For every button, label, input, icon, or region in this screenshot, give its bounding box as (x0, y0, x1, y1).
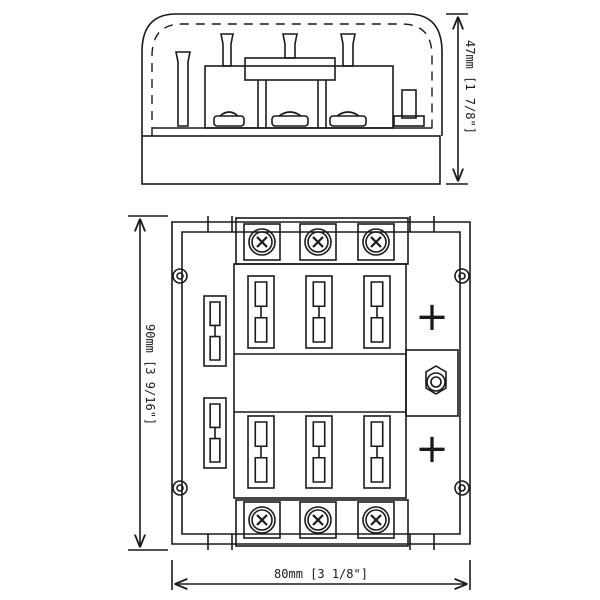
fuse-column-side (203, 295, 227, 469)
terminal-screws-bottom (243, 501, 395, 539)
height-label: 47mm [1 7/8"] (463, 40, 477, 134)
height-dimension: 47mm [1 7/8"] (446, 13, 477, 185)
width-label: 80mm [3 1/8"] (274, 567, 368, 581)
side-cover-inner (151, 23, 433, 136)
bottom-screw-2 (299, 501, 337, 539)
side-base (141, 135, 441, 185)
fuse-panel (233, 263, 407, 499)
side-view (141, 13, 443, 185)
terminal-strip-bottom (235, 499, 409, 547)
side-bus-top (244, 57, 336, 81)
top-fuse-2 (305, 275, 333, 349)
depth-dimension: 90mm [3 9/16"] (128, 215, 168, 551)
top-screw-2 (299, 223, 337, 261)
side-bus-block (204, 65, 394, 129)
stud-nut (425, 365, 447, 395)
top-fuse-1 (247, 275, 275, 349)
top-view: + + (171, 216, 471, 550)
plus-sign-top: + (415, 294, 449, 340)
plus-sign-bottom: + (415, 426, 449, 472)
bottom-screw-3 (357, 501, 395, 539)
side-fuse-1 (203, 295, 227, 367)
terminal-screws-top (243, 223, 395, 261)
fuse-row-bottom (247, 415, 391, 489)
bottom-fuse-1 (247, 415, 275, 489)
side-cover (141, 13, 443, 136)
bottom-fuse-2 (305, 415, 333, 489)
fuse-row-top (247, 275, 391, 349)
stud-plate (405, 349, 459, 417)
side-fuse-2 (203, 397, 227, 469)
mounting-holes (172, 268, 470, 496)
depth-label: 90mm [3 9/16"] (143, 324, 157, 425)
top-screw-1 (243, 223, 281, 261)
width-dimension: 80mm [3 1/8"] (171, 560, 471, 590)
top-fuse-3 (363, 275, 391, 349)
bottom-fuse-3 (363, 415, 391, 489)
side-fuse-blades (175, 33, 356, 127)
top-screw-3 (357, 223, 395, 261)
bottom-screw-1 (243, 501, 281, 539)
side-stud (401, 89, 417, 119)
body-outline (171, 221, 471, 545)
side-screws (213, 111, 367, 127)
